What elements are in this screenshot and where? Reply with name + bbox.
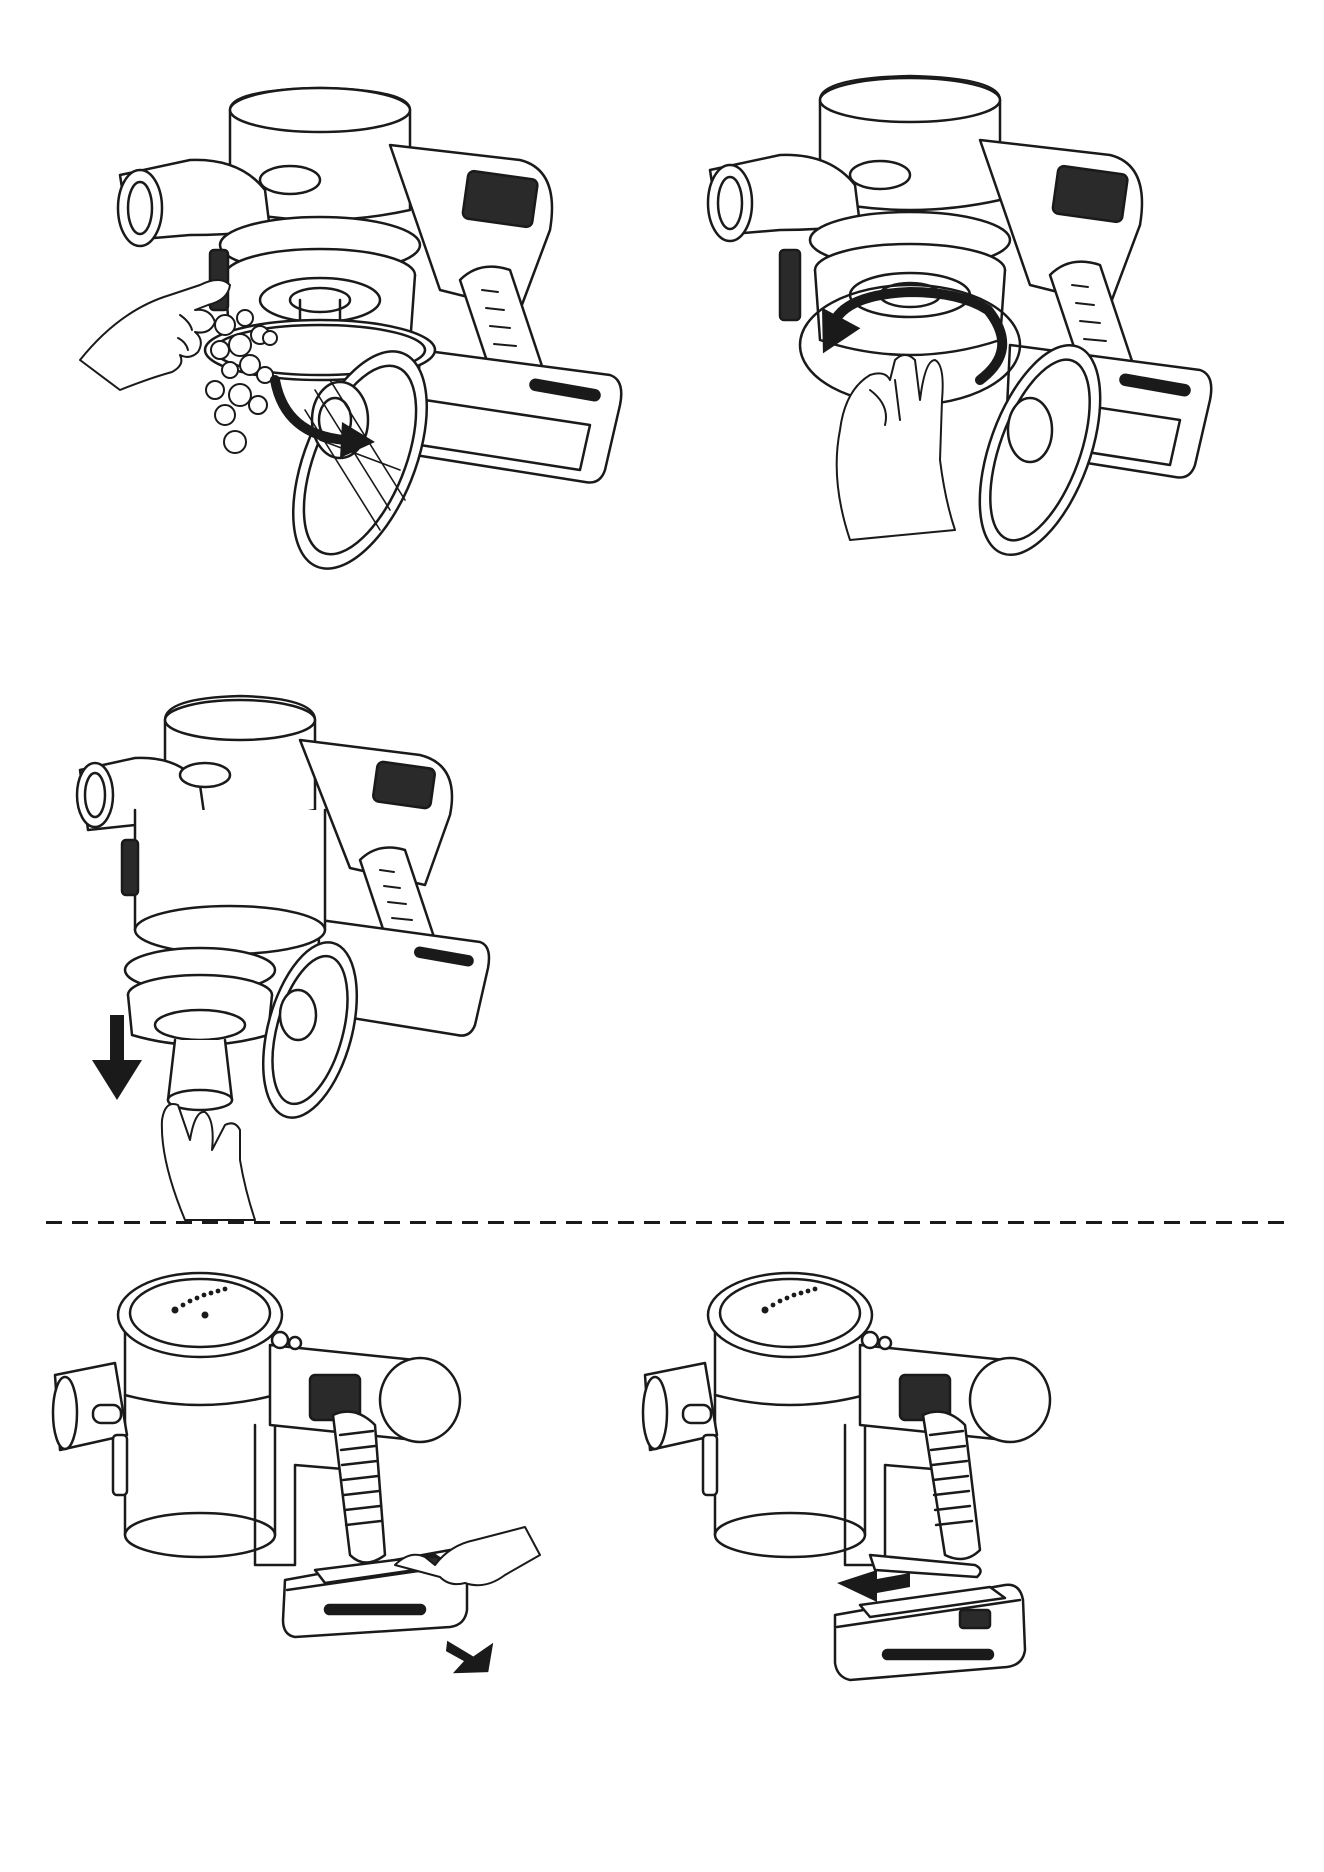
hand-icon [80,280,230,390]
vacuum-remove-cyclone-icon [80,680,520,1220]
figure-insert-battery [645,1265,1225,1685]
arrow-out-icon [444,1633,498,1679]
hand-icon [162,1104,255,1220]
figure-remove-cyclone [80,680,520,1220]
hand-icon [837,355,955,540]
vacuum-empty-bin-icon [80,60,620,580]
battery-release-icon [55,1265,595,1625]
figure-empty-dust-bin [80,60,620,580]
vent-grille [462,170,538,227]
vacuum-rotate-cyclone-icon [720,60,1220,580]
figure-release-battery [55,1265,595,1625]
arrow-left-icon [837,1570,910,1602]
figure-rotate-cyclone [720,60,1220,580]
battery-pack [415,350,621,483]
dashed-separator [46,1221,1286,1224]
battery-insert-icon [645,1265,1225,1685]
